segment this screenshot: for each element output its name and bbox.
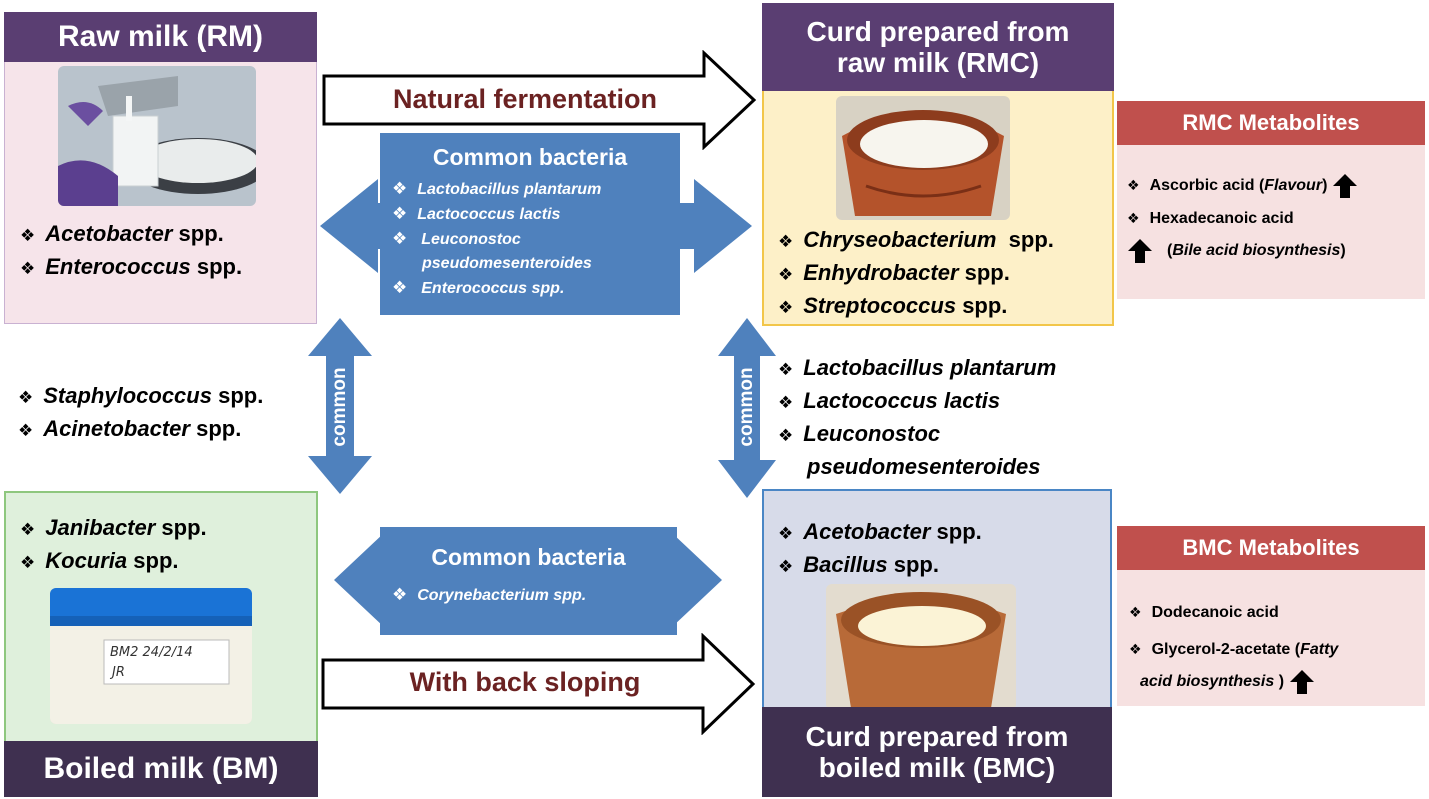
common-bacteria-top-list: ❖Lactobacillus plantarum ❖Lactococcus la… [392, 177, 680, 301]
list-item: ❖Lactococcus lactis [392, 204, 561, 223]
bmc-metabolites-list: ❖Dodecanoic acid ❖Glycerol-2-acetate (Fa… [1129, 600, 1338, 696]
back-sloping-arrow [321, 633, 756, 735]
list-item: pseudomesenteroides [807, 454, 1041, 479]
common-bacteria-bottom-title: Common bacteria [431, 544, 626, 570]
list-item: ❖Enterococcus spp. [20, 254, 243, 279]
natural-fermentation-arrow [322, 50, 757, 150]
list-item: ❖Leuconostoc [392, 229, 521, 248]
rmc-metabolites-list: ❖Ascorbic acid (Flavour) ❖Hexadecanoic a… [1127, 171, 1358, 265]
list-item: ❖Glycerol-2-acetate (Fatty [1129, 641, 1339, 658]
list-item: ❖Leuconostoc [778, 421, 941, 446]
common-bacteria-bottom-box: Common bacteria ❖Corynebacterium spp. [380, 527, 677, 635]
list-item: ❖Lactobacillus plantarum [778, 355, 1057, 380]
raw-milk-bacteria-list: ❖Acetobacter spp. ❖Enterococcus spp. [20, 218, 242, 284]
list-item: ❖Lactococcus lactis [778, 388, 1001, 413]
raw-milk-photo [58, 66, 256, 206]
boiled-milk-photo: BM2 24/2/14 JR [50, 588, 252, 724]
list-item: acid biosynthesis ) [1129, 668, 1338, 696]
list-item: ❖Staphylococcus spp. [18, 383, 264, 408]
list-item: ❖Corynebacterium spp. [392, 585, 587, 604]
common-left-vertical-label: common [329, 367, 350, 447]
list-item: ❖Enterococcus spp. [392, 278, 565, 297]
increase-arrow-icon [1289, 669, 1314, 694]
list-item: ❖Dodecanoic acid [1129, 604, 1279, 621]
rmc-bmc-common-list: ❖Lactobacillus plantarum ❖Lactococcus la… [778, 352, 1056, 482]
common-right-vertical-arrow [718, 318, 776, 498]
list-item: ❖Kocuria spp. [20, 548, 179, 573]
bmc-bacteria-list: ❖Acetobacter spp. ❖Bacillus spp. [778, 516, 982, 582]
jar-label-text: BM2 24/2/14 [110, 645, 193, 660]
list-item: ❖Bacillus spp. [778, 552, 939, 577]
back-sloping-label: With back sloping [409, 667, 641, 697]
jar-label-text: JR [109, 665, 125, 680]
increase-arrow-icon [1128, 238, 1152, 263]
rmc-title: Curd prepared from raw milk (RMC) [762, 3, 1114, 91]
bmc-title: Curd prepared from boiled milk (BMC) [762, 707, 1112, 797]
bmc-metabolites-body: ❖Dodecanoic acid ❖Glycerol-2-acetate (Fa… [1117, 570, 1425, 706]
list-item: (Bile acid biosynthesis) [1127, 237, 1358, 265]
list-item: ❖Ascorbic acid (Flavour) [1127, 171, 1358, 200]
common-bacteria-top-title: Common bacteria [432, 144, 628, 170]
list-item: ❖Acinetobacter spp. [18, 416, 242, 441]
list-item: ❖Hexadecanoic acid [1127, 210, 1294, 227]
list-item: ❖Acetobacter spp. [778, 519, 982, 544]
list-item: ❖Lactobacillus plantarum [392, 179, 602, 198]
rmc-metabolites-body: ❖Ascorbic acid (Flavour) ❖Hexadecanoic a… [1117, 145, 1425, 299]
bmc-metabolites-header: BMC Metabolites [1117, 526, 1425, 570]
list-item: ❖Acetobacter spp. [20, 221, 224, 246]
list-item: ❖Janibacter spp. [20, 515, 207, 540]
rmc-metabolites-header: RMC Metabolites [1117, 101, 1425, 145]
list-item: pseudomesenteroides [422, 255, 592, 272]
common-right-vertical-label: common [736, 367, 757, 447]
common-bacteria-top-box: Common bacteria ❖Lactobacillus plantarum… [380, 133, 680, 315]
natural-fermentation-label: Natural fermentation [392, 84, 658, 114]
list-item: ❖Enhydrobacter spp. [778, 260, 1010, 285]
rm-bm-difference-list: ❖Staphylococcus spp. ❖Acinetobacter spp. [18, 380, 263, 446]
list-item: ❖Streptococcus spp. [778, 293, 1008, 318]
bmc-curd-photo [826, 584, 1016, 710]
boiled-milk-bacteria-list: ❖Janibacter spp. ❖Kocuria spp. [20, 512, 207, 578]
rmc-bacteria-list: ❖Chryseobacterium spp. ❖Enhydrobacter sp… [778, 224, 1054, 323]
raw-milk-title: Raw milk (RM) [4, 12, 317, 62]
boiled-milk-title: Boiled milk (BM) [4, 741, 318, 797]
list-item: ❖Chryseobacterium spp. [778, 227, 1054, 252]
increase-arrow-icon [1332, 173, 1357, 198]
common-left-vertical-arrow [308, 318, 372, 494]
rmc-curd-photo [836, 96, 1010, 220]
common-bacteria-bottom-list: ❖Corynebacterium spp. [392, 583, 677, 608]
